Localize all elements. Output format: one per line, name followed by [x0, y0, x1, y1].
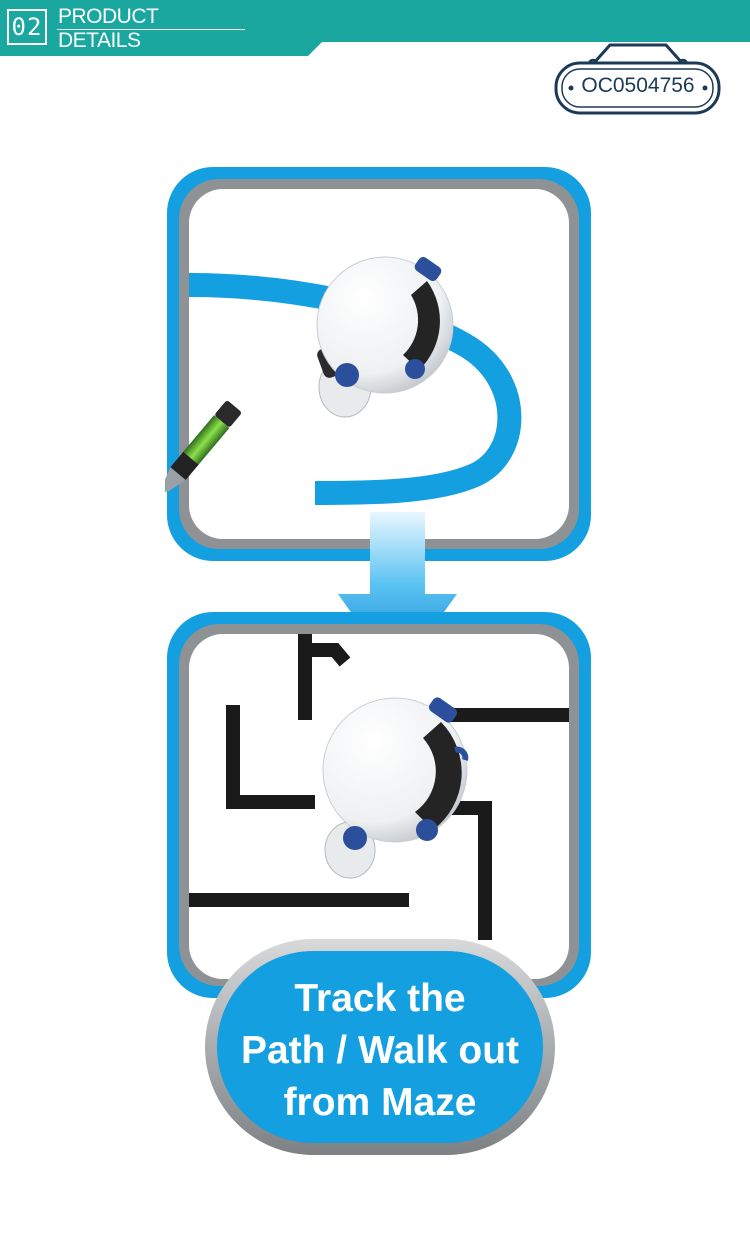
product-code: OC0504756 [581, 74, 695, 97]
section-number: 02 [7, 9, 47, 45]
marker-pen-image [165, 401, 242, 496]
caption-line2: Path / Walk out [240, 1029, 520, 1072]
section-title: PRODUCT DETAILS [58, 5, 159, 53]
header-bar [0, 0, 750, 56]
caption-line1: Track the [294, 977, 466, 1020]
robot-image [322, 697, 469, 879]
section-title-line1: PRODUCT [58, 5, 159, 28]
robot-image [316, 256, 454, 418]
header-divider [57, 29, 245, 30]
maze-panel [167, 612, 591, 998]
caption-text: Track the Path / Walk out from Maze [203, 973, 557, 1129]
hanging-tag-icon [554, 43, 721, 115]
caption-line3: from Maze [283, 1081, 477, 1124]
caption-badge [205, 939, 555, 1155]
section-title-line2: DETAILS [58, 29, 141, 52]
track-path-panel [165, 167, 591, 561]
